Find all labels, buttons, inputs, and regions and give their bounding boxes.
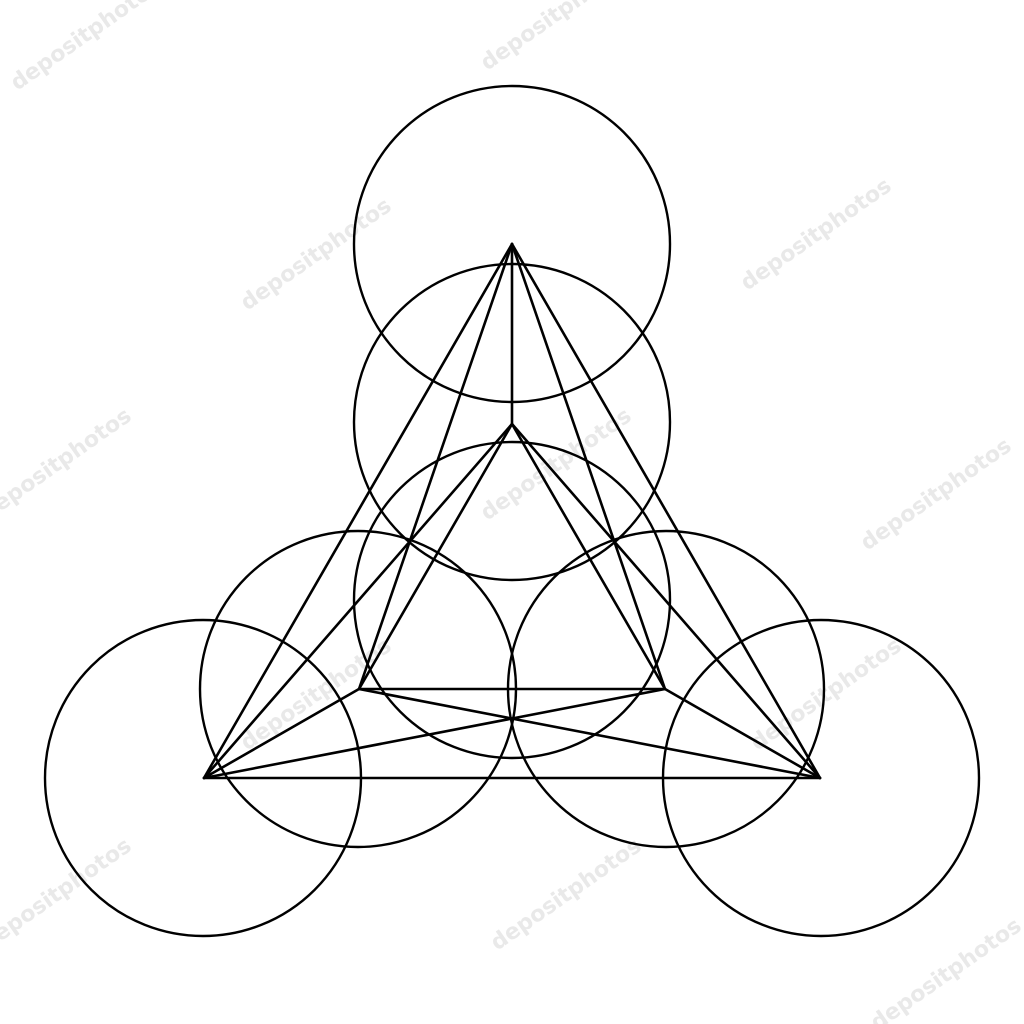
apex-to-inner-right xyxy=(510,242,667,691)
watermark-text: depositphotos xyxy=(6,0,166,96)
watermark-text: depositphotos xyxy=(866,913,1024,1024)
inner-triangle-right xyxy=(510,422,667,691)
br-to-inner-right xyxy=(663,687,822,780)
circle-center xyxy=(352,440,672,760)
bl-to-inner-left xyxy=(202,687,361,780)
watermark-text: depositphotos xyxy=(856,433,1016,556)
watermark-text: depositphotos xyxy=(0,833,136,956)
midtop-to-bottom-left xyxy=(202,422,514,780)
midtop-to-bottom-right xyxy=(510,422,822,780)
watermark-text: depositphotos xyxy=(236,193,396,316)
watermark-text: depositphotos xyxy=(486,833,646,956)
watermark-text: depositphotos xyxy=(746,633,906,756)
outer-triangle-left xyxy=(202,242,514,780)
inner-triangle-left xyxy=(357,422,514,691)
watermark-text: depositphotos xyxy=(476,0,636,76)
apex-to-inner-left xyxy=(357,242,514,691)
lines-layer xyxy=(202,242,822,780)
watermark-text: depositphotos xyxy=(476,403,636,526)
br-to-inner-left xyxy=(357,687,822,780)
watermark-text: depositphotos xyxy=(736,173,896,296)
watermark-text: depositphotos xyxy=(0,403,136,526)
bl-to-inner-right xyxy=(202,687,667,780)
outer-triangle-right xyxy=(510,242,822,780)
